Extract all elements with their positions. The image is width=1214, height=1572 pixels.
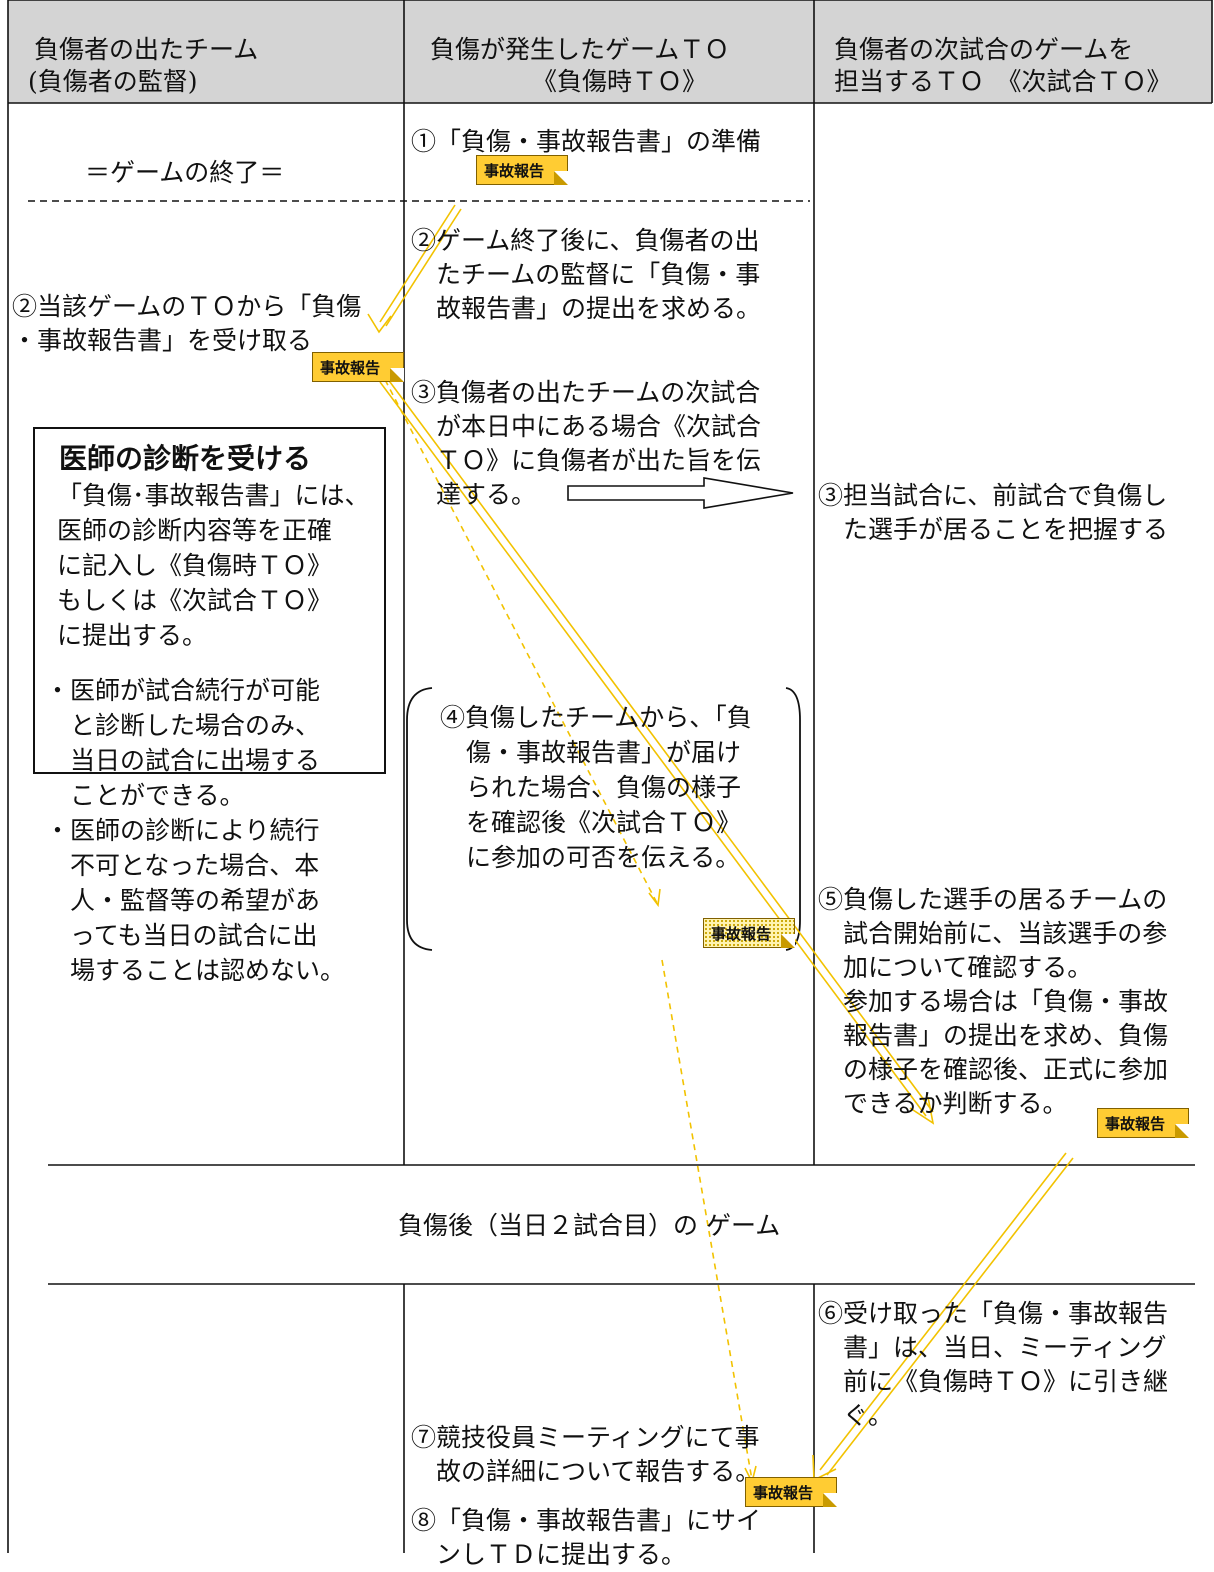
next-to-step6-line1: ⑥受け取った「負傷・事故報告 [818, 1299, 1169, 1328]
next-to-step5-line5: 報告書」の提出を求め、負傷 [818, 1021, 1169, 1050]
injury-to-step4-line3: られた場合、負傷の様子 [466, 773, 742, 802]
injury-to-step2-line1: ②ゲーム終了後に、負傷者の出 [411, 226, 760, 255]
yellow-arrow-1 [367, 204, 462, 334]
next-to-step6-line4: ぐ。 [818, 1401, 894, 1430]
header-next-to-line2: 担当するＴＯ 《次試合ＴＯ》 [834, 67, 1172, 96]
report-tag-label: 事故報告 [753, 1484, 814, 1502]
doctor-note-body-2: 医師の診断内容等を正確 [57, 516, 333, 545]
report-tag-next-to: 事故報告 [1097, 1108, 1189, 1138]
dashed-arrowheads [648, 888, 757, 1485]
team-step2-line2: ・事故報告書」を受け取る [12, 326, 313, 355]
injury-to-step3-line4: 達する。 [411, 480, 537, 509]
report-tag-label: 事故報告 [320, 359, 381, 377]
injury-to-step7-line2: 故の詳細について報告する。 [411, 1457, 761, 1486]
injury-to-step4-line5: に参加の可否を伝える。 [466, 843, 741, 872]
report-tag-td: 事故報告 [745, 1477, 837, 1507]
injury-to-step2-line3: 故報告書」の提出を求める。 [411, 294, 762, 323]
bracket-right [785, 687, 801, 951]
next-to-step5-line3: 加について確認する。 [818, 953, 1093, 982]
header-team-line1: 負傷者の出たチーム [34, 35, 259, 64]
bracket-left [406, 687, 433, 951]
injury-to-step2-line2: たチームの監督に「負傷・事 [411, 260, 761, 289]
dashed-arrows [379, 369, 753, 1481]
doctor-bullet-5: ・医師の診断により続行 [45, 816, 320, 845]
tag-fold [554, 171, 568, 185]
header-team-line2: (負傷者の監督) [28, 67, 198, 96]
injury-to-step3-line3: ＴＯ》に負傷者が出た旨を伝 [411, 446, 762, 475]
doctor-note-body-4: もしくは《次試合ＴＯ》 [57, 586, 333, 615]
game-end-label: ＝ゲームの終了＝ [85, 158, 285, 187]
next-to-step5-line6: の様子を確認後、正式に参加 [818, 1055, 1169, 1084]
next-to-step5-line1: ⑤負傷した選手の居るチームの [818, 885, 1168, 914]
header-injury-to-line2: 《負傷時ＴＯ》 [532, 67, 708, 96]
report-tag-label: 事故報告 [484, 162, 545, 180]
report-tag-label: 事故報告 [1105, 1115, 1166, 1133]
report-tag-received: 事故報告 [703, 918, 795, 948]
tag-fold [781, 934, 795, 948]
next-to-step5-line2: 試合開始前に、当該選手の参 [818, 919, 1168, 948]
doctor-bullet-1: ・医師が試合続行が可能 [45, 676, 321, 705]
tag-fold [1175, 1124, 1189, 1138]
header-cell-next-to [814, 0, 1212, 103]
header-cell-injury-to [404, 0, 814, 103]
injury-to-step7-line1: ⑦競技役員ミーティングにて事 [411, 1423, 760, 1452]
header-cell-team [8, 0, 404, 103]
injury-to-step8-line1: ⑧「負傷・事故報告書」にサイ [411, 1506, 762, 1535]
doctor-bullet-7: 人・監督等の希望があ [45, 886, 321, 915]
team-step2-line1: ②当該ゲームのＴＯから「負傷 [12, 292, 362, 321]
report-tag-label: 事故報告 [711, 925, 772, 943]
notify-arrow [567, 477, 794, 509]
header-next-to-line1: 負傷者の次試合のゲームを [834, 35, 1134, 64]
next-to-step6-line2: 書」は、当日、ミーティング [818, 1333, 1167, 1362]
tag-fold [390, 368, 404, 382]
injury-to-step4-line2: 傷・事故報告書」が届け [466, 738, 742, 767]
header-injury-to-line1: 負傷が発生したゲームＴＯ [430, 35, 730, 64]
second-game-label: 負傷後（当日２試合目）の ゲーム [398, 1211, 781, 1240]
yellow-arrow-2 [379, 377, 935, 1125]
doctor-note-body-1: 「負傷･事故報告書」には、 [57, 481, 370, 510]
doctor-note-box [33, 427, 386, 774]
next-to-step5-line7: できるか判断する。 [818, 1089, 1068, 1118]
doctor-bullet-8: っても当日の試合に出 [45, 921, 318, 950]
injury-to-step4-line1: ④負傷したチームから、「負 [440, 703, 752, 732]
injury-to-step3-line2: が本日中にある場合《次試合 [411, 412, 762, 441]
injury-to-step3-line1: ③負傷者の出たチームの次試合 [411, 378, 761, 407]
doctor-note-body-3: に記入し《負傷時ＴＯ》 [57, 551, 333, 580]
doctor-bullet-6: 不可となった場合、本 [45, 851, 320, 880]
next-to-step5-line4: 参加する場合は「負傷・事故 [818, 987, 1169, 1016]
next-to-step3-line2: た選手が居ることを把握する [818, 515, 1169, 544]
tag-fold [823, 1493, 837, 1507]
next-to-step6-line3: 前に《負傷時ＴＯ》に引き継 [818, 1367, 1169, 1396]
injury-to-step4-line4: を確認後《次試合ＴＯ》 [466, 808, 742, 837]
doctor-note-body-5: に提出する。 [57, 621, 208, 650]
report-tag-team: 事故報告 [312, 352, 404, 382]
doctor-bullet-9: 場することは認めない。 [45, 956, 346, 985]
injury-to-step8-line2: ンしＴＤに提出する。 [411, 1540, 687, 1569]
report-tag-prepare: 事故報告 [476, 155, 568, 185]
next-to-step3-line1: ③担当試合に、前試合で負傷し [818, 481, 1168, 510]
doctor-bullet-3: 当日の試合に出場する [45, 746, 321, 775]
doctor-note-title: 医師の診断を受ける [59, 442, 312, 475]
doctor-bullet-2: と診断した場合のみ、 [45, 711, 321, 740]
doctor-bullet-4: ことができる。 [45, 781, 245, 810]
injury-to-step1: ①「負傷・事故報告書」の準備 [411, 127, 762, 156]
